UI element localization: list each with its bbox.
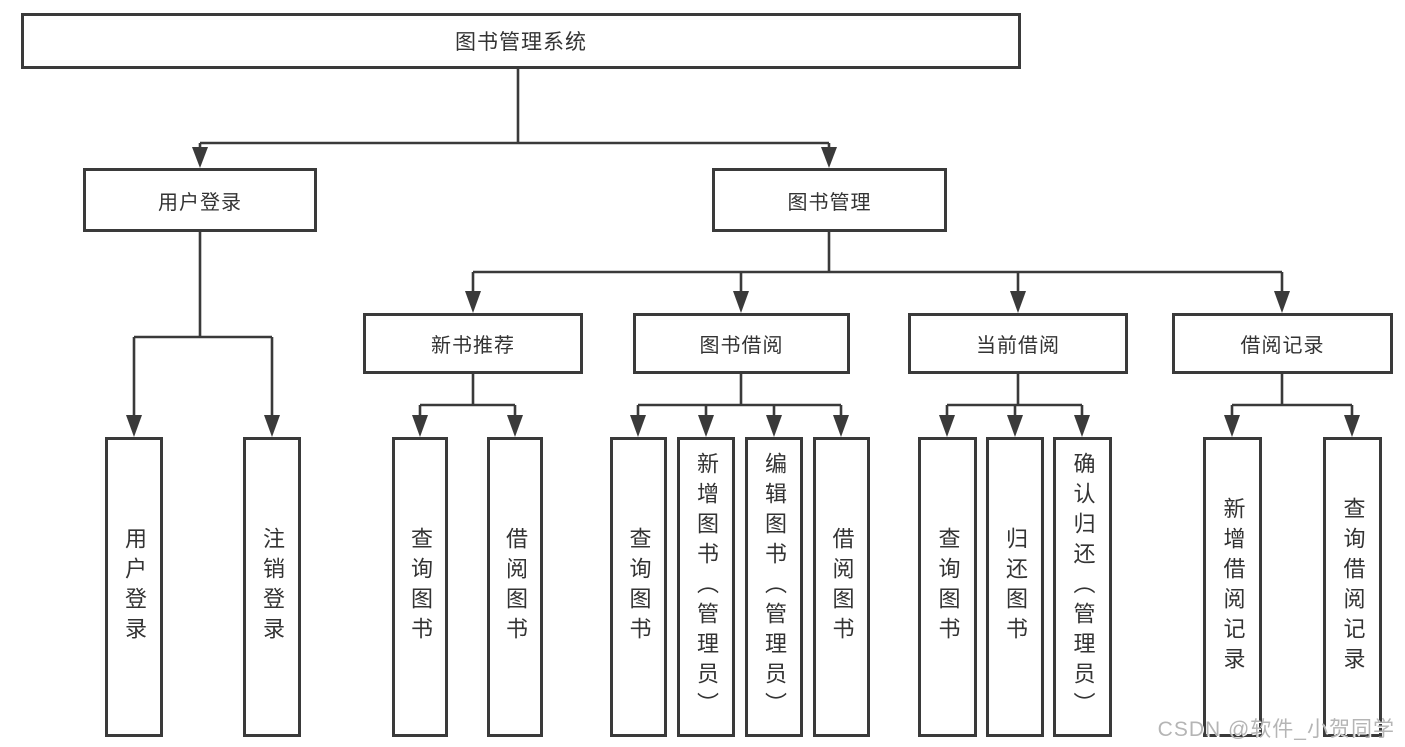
arrowheads: [126, 147, 1360, 437]
leaf-recommend-query-books: 查询图书: [392, 437, 448, 737]
node-book-borrow: 图书借阅: [633, 313, 850, 374]
node-user-login-label: 用户登录: [158, 191, 242, 214]
node-library-system-label: 图书管理系统: [455, 31, 587, 54]
leaf-borrow-books-label: 借阅图书: [829, 527, 855, 647]
leaf-confirm-return-admin: 确认归还（管理员）: [1053, 437, 1112, 737]
node-borrow-records: 借阅记录: [1172, 313, 1393, 374]
leaf-current-query-books-label: 查询图书: [935, 527, 961, 647]
leaf-add-borrow-record-label: 新增借阅记录: [1220, 497, 1246, 677]
node-borrow-records-label: 借阅记录: [1240, 335, 1325, 357]
node-book-borrow-label: 图书借阅: [699, 335, 784, 357]
leaf-edit-books-admin: 编辑图书（管理员）: [745, 437, 803, 737]
leaf-return-books: 归还图书: [986, 437, 1044, 737]
leaf-user-login-label: 用户登录: [122, 527, 147, 647]
leaf-query-borrow-record-label: 查询借阅记录: [1340, 497, 1366, 677]
leaf-borrow-query-books: 查询图书: [610, 437, 667, 737]
node-new-book-recommend: 新书推荐: [363, 313, 583, 374]
node-user-login: 用户登录: [83, 168, 317, 232]
leaf-add-books-admin: 新增图书（管理员）: [677, 437, 735, 737]
leaf-edit-books-admin-label: 编辑图书（管理员）: [762, 452, 787, 722]
leaf-logout: 注销登录: [243, 437, 301, 737]
leaf-current-query-books: 查询图书: [918, 437, 977, 737]
leaf-user-login: 用户登录: [105, 437, 163, 737]
csdn-watermark: CSDN @软件_小贺同学: [1157, 718, 1395, 741]
leaf-recommend-borrow-books: 借阅图书: [487, 437, 543, 737]
leaf-confirm-return-admin-label: 确认归还（管理员）: [1070, 452, 1096, 722]
node-library-system: 图书管理系统: [21, 13, 1021, 69]
leaf-logout-label: 注销登录: [260, 527, 285, 647]
leaf-borrow-query-books-label: 查询图书: [626, 527, 652, 647]
node-book-management-label: 图书管理: [787, 191, 872, 214]
leaf-add-borrow-record: 新增借阅记录: [1203, 437, 1262, 737]
leaf-recommend-query-books-label: 查询图书: [408, 527, 433, 647]
node-current-borrow-label: 当前借阅: [976, 335, 1060, 357]
leaf-borrow-books: 借阅图书: [813, 437, 870, 737]
node-new-book-recommend-label: 新书推荐: [431, 335, 515, 357]
leaf-query-borrow-record: 查询借阅记录: [1323, 437, 1382, 737]
leaf-add-books-admin-label: 新增图书（管理员）: [694, 452, 719, 722]
node-current-borrow: 当前借阅: [908, 313, 1128, 374]
leaf-recommend-borrow-books-label: 借阅图书: [503, 527, 528, 647]
leaf-return-books-label: 归还图书: [1003, 527, 1028, 647]
node-book-management: 图书管理: [712, 168, 947, 232]
